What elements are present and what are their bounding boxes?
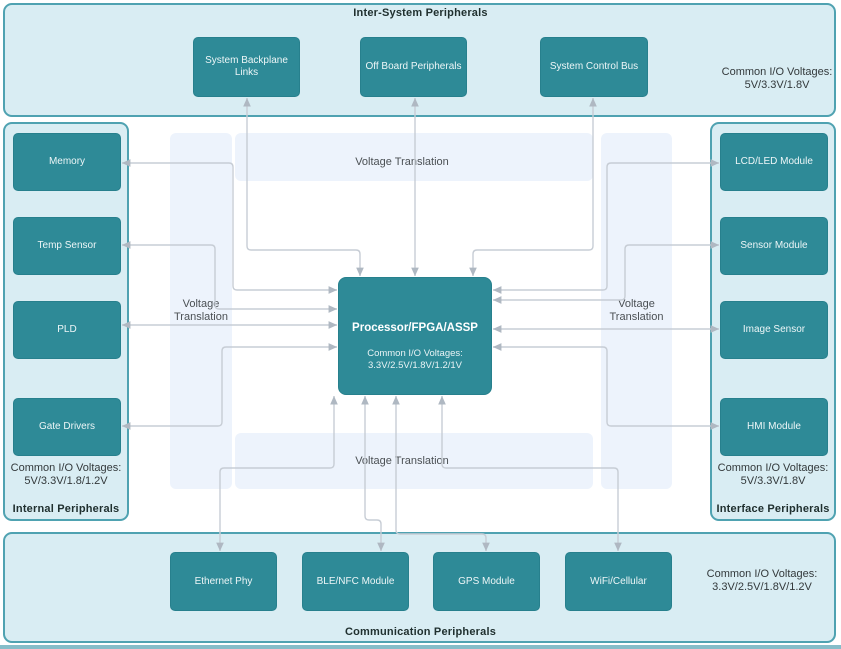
voltage-translation-label-bottom: Voltage Translation	[355, 455, 449, 467]
node-memory: Memory	[13, 133, 121, 191]
processor-title: Processor/FPGA/ASSP	[352, 322, 478, 334]
node-pld: PLD	[13, 301, 121, 359]
processor-voltage-note: Common I/O Voltages: 3.3V/2.5V/1.8V/1.2/…	[367, 348, 463, 371]
node-sensor-module: Sensor Module	[720, 217, 828, 275]
node-system-control-bus: System Control Bus	[540, 37, 648, 97]
group-title-internal: Internal Peripherals	[12, 503, 120, 515]
voltage-translation-label-right: Voltage Translation	[609, 298, 664, 323]
node-temp-sensor: Temp Sensor	[13, 217, 121, 275]
node-off-board-peripherals: Off Board Peripherals	[360, 37, 467, 97]
node-system-backplane-links: System Backplane Links	[193, 37, 300, 97]
node-gate-drivers: Gate Drivers	[13, 398, 121, 456]
voltage-note-bottom: Common I/O Voltages: 3.3V/2.5V/1.8V/1.2V	[706, 568, 818, 593]
group-title-inter-system: Inter-System Peripherals	[353, 7, 488, 19]
node-hmi-module: HMI Module	[720, 398, 828, 456]
voltage-note-top: Common I/O Voltages: 5V/3.3V/1.8V	[721, 66, 833, 91]
voltage-note-right: Common I/O Voltages: 5V/3.3V/1.8V	[717, 462, 829, 487]
voltage-translation-label-top: Voltage Translation	[355, 156, 449, 168]
node-ble-nfc-module: BLE/NFC Module	[302, 552, 409, 611]
group-title-communication: Communication Peripherals	[344, 626, 497, 638]
node-processor-fpga-assp: Processor/FPGA/ASSP Common I/O Voltages:…	[338, 277, 492, 395]
connector-system-control-bus	[469, 97, 597, 277]
voltage-note-left: Common I/O Voltages: 5V/3.3V/1.8/1.2V	[10, 462, 122, 487]
connector-system-backplane	[243, 97, 364, 277]
node-lcd-led-module: LCD/LED Module	[720, 133, 828, 191]
node-image-sensor: Image Sensor	[720, 301, 828, 359]
bottom-edge-bar	[0, 645, 841, 649]
voltage-translation-label-left: Voltage Translation	[173, 298, 228, 323]
node-ethernet-phy: Ethernet Phy	[170, 552, 277, 611]
node-wifi-cellular: WiFi/Cellular	[565, 552, 672, 611]
group-title-interface: Interface Peripherals	[716, 503, 830, 515]
node-gps-module: GPS Module	[433, 552, 540, 611]
